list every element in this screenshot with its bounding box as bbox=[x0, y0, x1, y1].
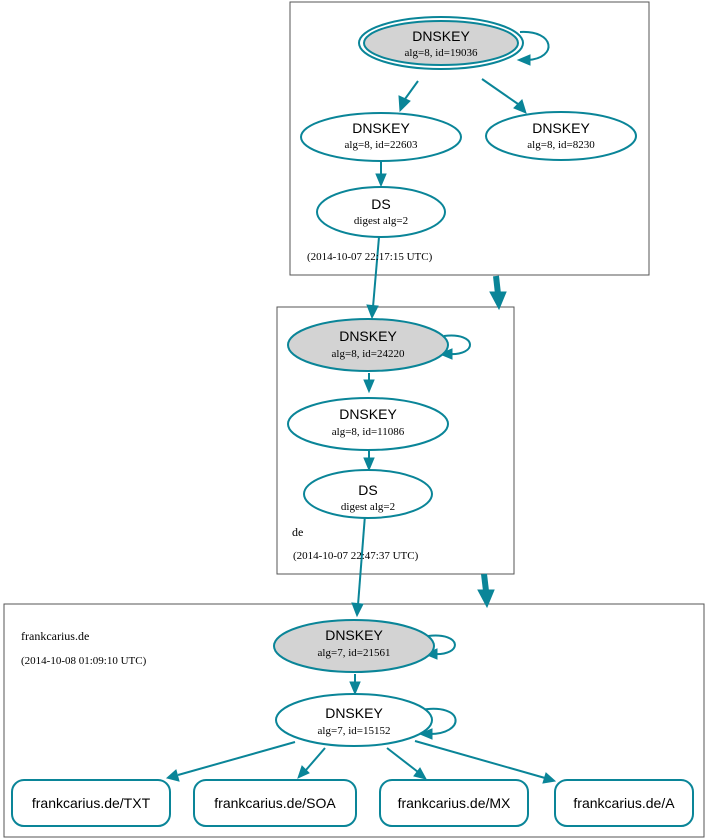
root-ksk-node[interactable]: DNSKEY alg=8, id=19036 bbox=[358, 16, 524, 70]
de-ksk-title: DNSKEY bbox=[339, 328, 397, 344]
de-ds-title: DS bbox=[358, 482, 377, 498]
root-zsk2-title: DNSKEY bbox=[532, 120, 590, 136]
record-label-soa: frankcarius.de/SOA bbox=[214, 795, 336, 811]
root-ksk-detail: alg=8, id=19036 bbox=[405, 47, 478, 59]
fc-ksk-title: DNSKEY bbox=[325, 627, 383, 643]
record-node-mx[interactable]: frankcarius.de/MX bbox=[379, 779, 529, 827]
delegation-edge-root-de bbox=[489, 275, 507, 311]
record-node-soa[interactable]: frankcarius.de/SOA bbox=[193, 779, 357, 827]
edge-root-ksk-to-zsk1 bbox=[398, 80, 419, 113]
record-node-a[interactable]: frankcarius.de/A bbox=[554, 779, 694, 827]
de-zone-label: de bbox=[292, 525, 303, 539]
fc-zsk-node[interactable]: DNSKEY alg=7, id=15152 bbox=[275, 693, 433, 747]
root-zone-timestamp: (2014-10-07 22:17:15 UTC) bbox=[307, 251, 433, 263]
de-ds-detail: digest alg=2 bbox=[341, 501, 395, 513]
root-zsk2-detail: alg=8, id=8230 bbox=[527, 139, 595, 151]
edge-root-ksk-self bbox=[516, 30, 550, 66]
de-zsk-node[interactable]: DNSKEY alg=8, id=11086 bbox=[287, 397, 449, 451]
root-ksk-title: DNSKEY bbox=[412, 28, 470, 44]
de-zone-timestamp: (2014-10-07 22:47:37 UTC) bbox=[293, 550, 419, 562]
root-zsk2-node[interactable]: DNSKEY alg=8, id=8230 bbox=[485, 111, 637, 161]
fc-zone-timestamp: (2014-10-08 01:09:10 UTC) bbox=[21, 655, 147, 667]
de-zsk-title: DNSKEY bbox=[339, 406, 397, 422]
record-label-mx: frankcarius.de/MX bbox=[398, 795, 511, 811]
root-zsk1-node[interactable]: DNSKEY alg=8, id=22603 bbox=[300, 112, 462, 162]
fc-zsk-detail: alg=7, id=15152 bbox=[318, 725, 391, 737]
edge-de-ksk-to-zsk bbox=[363, 373, 375, 394]
edge-fc-zsk-to-soa bbox=[297, 747, 326, 779]
edge-de-ds-to-fc-ksk bbox=[351, 514, 366, 618]
root-zsk1-detail: alg=8, id=22603 bbox=[345, 139, 418, 151]
edge-fc-zsk-self bbox=[418, 707, 457, 740]
edge-root-ds-to-de-ksk bbox=[366, 236, 380, 320]
root-zsk1-title: DNSKEY bbox=[352, 120, 410, 136]
record-node-txt[interactable]: frankcarius.de/TXT bbox=[11, 779, 171, 827]
fc-ksk-node[interactable]: DNSKEY alg=7, id=21561 bbox=[273, 619, 435, 673]
edge-fc-zsk-to-a bbox=[414, 740, 557, 784]
fc-ksk-detail: alg=7, id=21561 bbox=[318, 647, 391, 659]
de-zsk-detail: alg=8, id=11086 bbox=[332, 426, 405, 438]
edge-fc-zsk-to-mx bbox=[386, 747, 427, 780]
record-label-txt: frankcarius.de/TXT bbox=[32, 795, 151, 811]
record-label-a: frankcarius.de/A bbox=[573, 795, 675, 811]
root-ds-node[interactable]: DS digest alg=2 bbox=[316, 186, 446, 238]
root-ds-detail: digest alg=2 bbox=[354, 215, 408, 227]
edge-de-zsk-to-ds bbox=[363, 451, 375, 472]
root-ds-title: DS bbox=[371, 196, 390, 212]
de-ksk-detail: alg=8, id=24220 bbox=[332, 348, 405, 360]
fc-zone-label: frankcarius.de bbox=[21, 629, 89, 643]
fc-zsk-title: DNSKEY bbox=[325, 705, 383, 721]
delegation-edge-de-frankcarius bbox=[477, 573, 495, 609]
edge-root-ksk-to-zsk2 bbox=[481, 78, 527, 114]
edge-fc-zsk-to-txt bbox=[165, 741, 296, 782]
edge-root-zsk1-to-ds bbox=[375, 161, 387, 188]
de-ksk-node[interactable]: DNSKEY alg=8, id=24220 bbox=[287, 318, 449, 372]
edge-fc-ksk-to-zsk bbox=[349, 674, 361, 696]
de-ds-node[interactable]: DS digest alg=2 bbox=[303, 469, 433, 519]
